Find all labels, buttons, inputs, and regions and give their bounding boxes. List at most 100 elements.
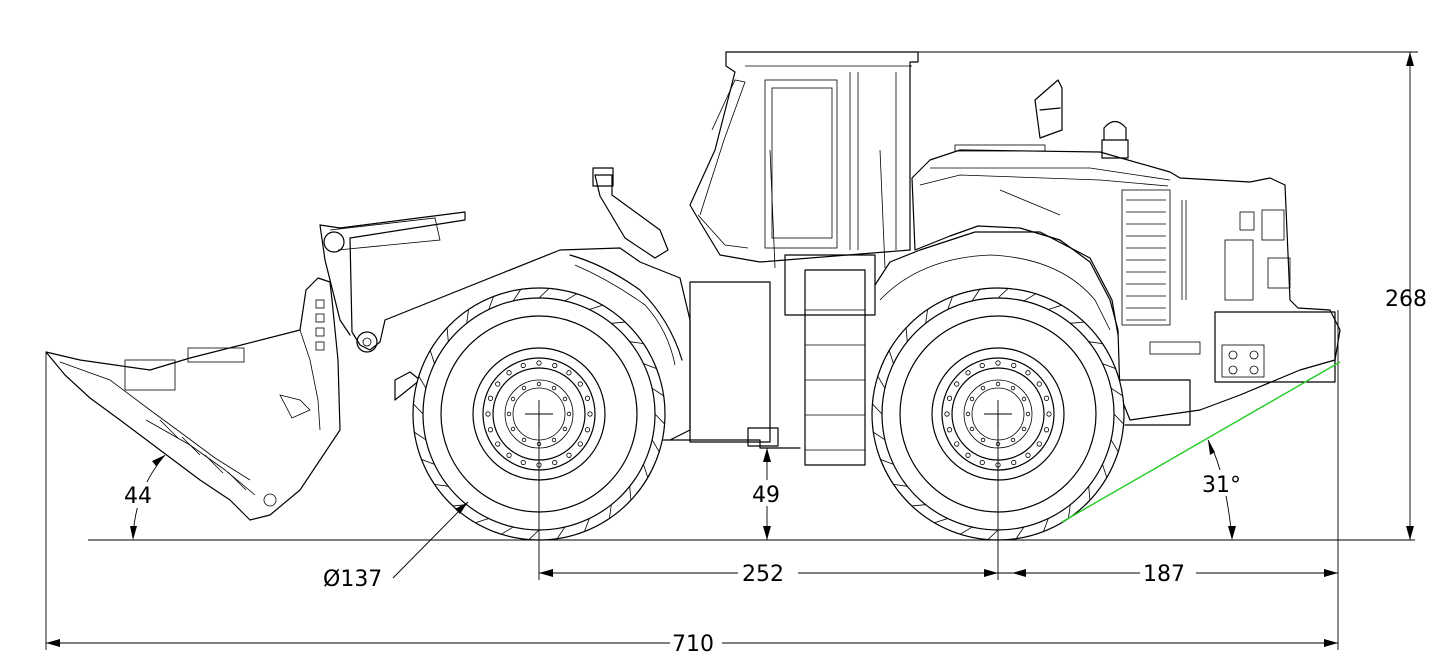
front-hub-bolts (485, 360, 593, 468)
hub-bolt (1036, 441, 1042, 447)
tread-lug (549, 526, 566, 540)
hub-bolt (944, 411, 950, 417)
tread-lug (947, 293, 960, 310)
tire-diameter-leader (392, 501, 469, 579)
tread-lug (429, 343, 435, 364)
tread-lug (651, 387, 665, 404)
hub-bolt (1021, 426, 1027, 432)
hub-bolt (551, 385, 557, 391)
tread-lug (651, 439, 660, 460)
tread-lug (905, 322, 912, 342)
hub-bolt (1021, 396, 1027, 402)
hub-bolt (520, 362, 526, 369)
hub-bolt (566, 370, 572, 376)
front-tire-tread (412, 287, 666, 541)
wheelbase-label: 252 (742, 562, 784, 587)
tread-lug (589, 304, 610, 310)
hub-bolt (954, 441, 960, 447)
tread-lug (1102, 464, 1108, 485)
rear-hub-bolts (944, 360, 1052, 468)
tread-lug (1088, 341, 1107, 351)
hub-bolt (566, 411, 572, 417)
rear-overhang-dimension (998, 560, 1338, 586)
hub-bolt (995, 381, 1001, 387)
tread-lug (629, 341, 648, 351)
tread-lug (872, 424, 886, 441)
tread-lug (577, 518, 590, 535)
tread-lug (888, 343, 894, 364)
departure-angle-line (1061, 361, 1341, 523)
overall-length-dimension (45, 310, 1339, 656)
departure-angle-label: 31° (1202, 473, 1241, 498)
overall-length-label: 710 (672, 632, 714, 657)
tread-lug (1070, 321, 1090, 328)
tread-lug (493, 526, 514, 535)
tread-lug (643, 363, 660, 376)
hub-bolt (1025, 452, 1031, 458)
tread-lug (1110, 439, 1119, 460)
hub-bolt (1025, 370, 1031, 376)
hub-bolt (506, 452, 512, 458)
tread-lug (1008, 526, 1025, 540)
loader-body (45, 51, 1341, 521)
hub-bolt (506, 370, 512, 376)
hub-bolt (536, 360, 542, 366)
hub-bolt (487, 395, 494, 401)
tread-lug (997, 287, 1016, 299)
ground-clearance-label: 49 (752, 483, 780, 508)
tread-lug (412, 396, 424, 415)
hub-bolt (495, 381, 501, 387)
tread-lug (564, 293, 585, 302)
hub-bolt (552, 362, 558, 369)
hub-bolt (980, 437, 986, 443)
operator-cab (689, 51, 919, 269)
tread-lug (654, 413, 666, 432)
tread-lug (877, 368, 886, 389)
dump-angle-dimension (122, 454, 166, 540)
hub-bolt (510, 426, 516, 432)
tread-lug (488, 293, 501, 310)
tread-lug (446, 322, 453, 342)
tread-lug (413, 424, 427, 441)
tread-lug (430, 477, 449, 487)
hub-bolt (485, 411, 491, 417)
hub-bolt (995, 360, 1001, 366)
tread-lug (1036, 518, 1049, 535)
hub-bolt (946, 395, 953, 401)
departure-angle-dimension (1061, 361, 1341, 540)
tire-diameter-label: Ø137 (323, 567, 382, 592)
tread-lug (952, 526, 973, 535)
overall-height-dimension (918, 51, 1418, 540)
tread-lug (521, 529, 540, 541)
hub-bolt (566, 452, 572, 458)
tread-lug (906, 500, 926, 507)
hub-bolt (1036, 381, 1042, 387)
tread-lug (980, 529, 999, 541)
hub-bolt (969, 426, 975, 432)
hub-bolt (1010, 385, 1016, 391)
tread-lug (1084, 486, 1091, 506)
tread-lug (1023, 293, 1044, 302)
hub-bolt (954, 381, 960, 387)
hub-bolt (1010, 437, 1016, 443)
tread-lug (877, 452, 894, 465)
engine-grille (1126, 199, 1166, 321)
rear-overhang-label: 187 (1143, 562, 1185, 587)
center-frame-and-ladder (669, 231, 1201, 466)
hub-bolt (562, 396, 568, 402)
hub-bolt (521, 437, 527, 443)
hub-bolt (1043, 395, 1050, 401)
tread-lug (871, 396, 883, 415)
tread-lug (925, 305, 935, 324)
tread-lug (1113, 413, 1125, 432)
hub-bolt (965, 452, 971, 458)
hub-bolt (1011, 459, 1017, 466)
tread-lug (1102, 363, 1119, 376)
wheelbase-dimension (538, 414, 999, 586)
tread-lug (889, 477, 908, 487)
hub-bolt (946, 427, 953, 433)
hub-bolt (551, 437, 557, 443)
hub-bolt (536, 381, 542, 387)
tread-lug (466, 305, 476, 324)
hub-bolt (495, 441, 501, 447)
